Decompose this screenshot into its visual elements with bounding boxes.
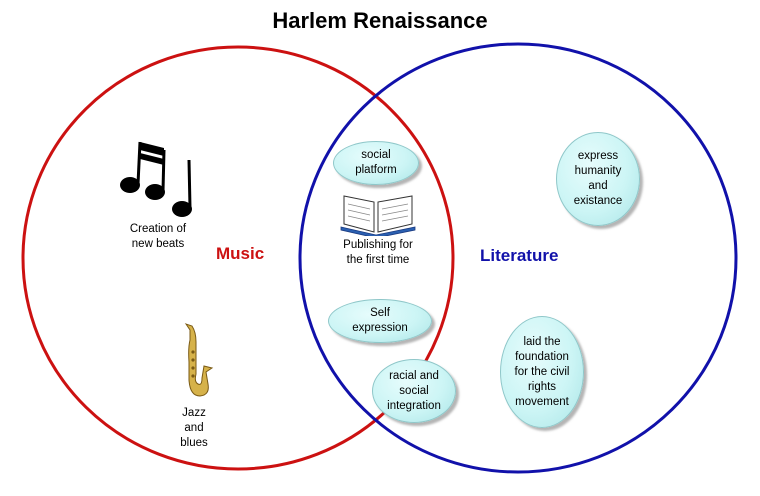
literature-circle xyxy=(298,42,738,474)
music-circle xyxy=(21,45,455,471)
bubble-social-platform: social platform xyxy=(333,141,419,185)
sax-caption: Jazz and blues xyxy=(180,407,208,449)
bubble-self-expression: Self expression xyxy=(328,299,432,343)
book-caption: Publishing for the first time xyxy=(343,239,413,266)
saxophone-icon xyxy=(184,323,214,397)
literature-label: Literature xyxy=(480,246,559,265)
bubble-humanity: express humanity and existance xyxy=(556,132,640,226)
notes-caption: Creation of new beats xyxy=(129,223,187,250)
bubble-racial-integration: racial and social integration xyxy=(372,359,456,423)
diagram-title: Harlem Renaissance xyxy=(272,8,488,33)
music-notes-icon xyxy=(120,141,192,217)
open-book-icon xyxy=(340,195,416,236)
bubble-civil-rights: laid the foundation for the civil rights… xyxy=(500,316,584,428)
music-label: Music xyxy=(216,244,265,263)
